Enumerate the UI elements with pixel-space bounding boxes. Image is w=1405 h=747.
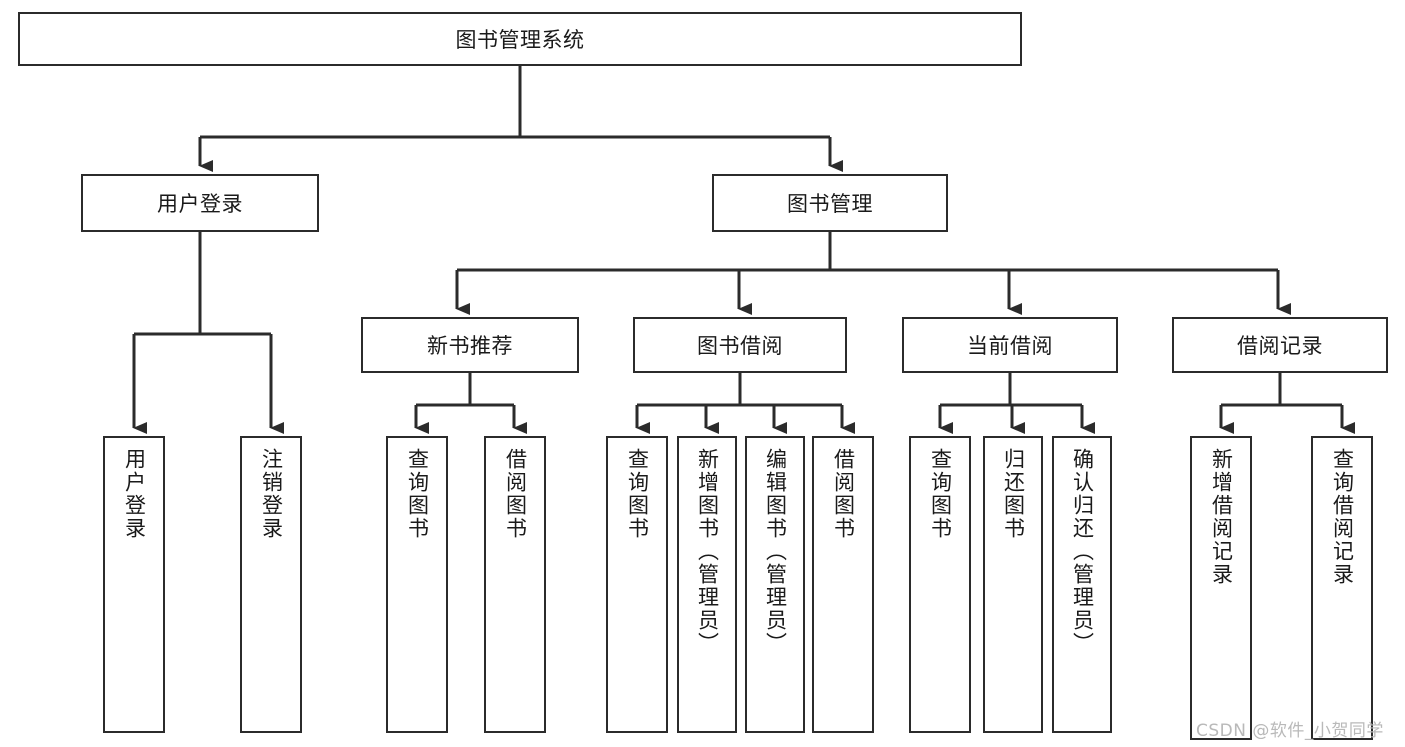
leaf-add-borrow-record[interactable]: 新增借阅记录 [1190, 436, 1252, 740]
leaf-lend-book-label: 借阅图书 [831, 448, 856, 540]
leaf-query-book-current-label: 查询图书 [928, 448, 953, 540]
leaf-lend-book[interactable]: 借阅图书 [812, 436, 874, 733]
node-book-management[interactable]: 图书管理 [712, 174, 948, 232]
leaf-query-book-current[interactable]: 查询图书 [909, 436, 971, 733]
leaf-query-borrow-record[interactable]: 查询借阅记录 [1311, 436, 1373, 740]
leaf-borrow-book-newbook[interactable]: 借阅图书 [484, 436, 546, 733]
node-current-borrow[interactable]: 当前借阅 [902, 317, 1118, 373]
leaf-add-book-admin[interactable]: 新增图书（管理员） [677, 436, 737, 733]
node-new-book-recommend-label: 新书推荐 [427, 334, 513, 358]
leaf-query-book-borrow-label: 查询图书 [625, 448, 650, 540]
node-root-label: 图书管理系统 [455, 28, 585, 52]
leaf-borrow-book-newbook-label: 借阅图书 [503, 448, 528, 540]
node-borrow-record-label: 借阅记录 [1237, 334, 1323, 358]
leaf-query-borrow-record-label: 查询借阅记录 [1330, 448, 1355, 586]
leaf-query-book-newbook-label: 查询图书 [405, 448, 430, 540]
node-current-borrow-label: 当前借阅 [967, 334, 1053, 358]
leaf-add-book-admin-label: 新增图书（管理员） [695, 448, 720, 655]
leaf-return-book[interactable]: 归还图书 [983, 436, 1043, 733]
leaf-user-login-label: 用户登录 [122, 448, 147, 540]
node-user-login[interactable]: 用户登录 [81, 174, 319, 232]
node-book-management-label: 图书管理 [787, 192, 873, 216]
leaf-logout-label: 注销登录 [259, 448, 284, 540]
leaf-edit-book-admin[interactable]: 编辑图书（管理员） [745, 436, 805, 733]
node-user-login-label: 用户登录 [157, 192, 243, 216]
node-book-borrow-label: 图书借阅 [697, 334, 783, 358]
leaf-confirm-return-admin[interactable]: 确认归还（管理员） [1052, 436, 1112, 733]
leaf-return-book-label: 归还图书 [1001, 448, 1026, 540]
leaf-confirm-return-admin-label: 确认归还（管理员） [1070, 448, 1095, 655]
node-new-book-recommend[interactable]: 新书推荐 [361, 317, 579, 373]
leaf-user-login[interactable]: 用户登录 [103, 436, 165, 733]
leaf-logout[interactable]: 注销登录 [240, 436, 302, 733]
node-book-borrow[interactable]: 图书借阅 [633, 317, 847, 373]
leaf-add-borrow-record-label: 新增借阅记录 [1209, 448, 1234, 586]
node-borrow-record[interactable]: 借阅记录 [1172, 317, 1388, 373]
leaf-query-book-newbook[interactable]: 查询图书 [386, 436, 448, 733]
leaf-query-book-borrow[interactable]: 查询图书 [606, 436, 668, 733]
leaf-edit-book-admin-label: 编辑图书（管理员） [763, 448, 788, 655]
node-root[interactable]: 图书管理系统 [18, 12, 1022, 66]
